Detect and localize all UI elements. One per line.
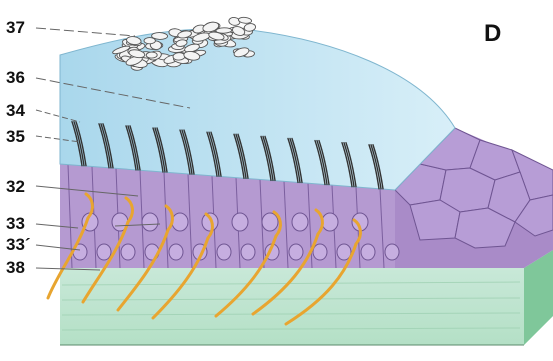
label-34: 34 (6, 102, 25, 119)
cell-nucleus (142, 213, 158, 231)
label-38: 38 (6, 259, 25, 276)
cell-nucleus (262, 213, 278, 231)
cell-nucleus (322, 213, 338, 231)
cell-nucleus (292, 213, 308, 231)
cell-nucleus (361, 244, 375, 260)
cell-nucleus (313, 244, 327, 260)
crystal (173, 52, 185, 60)
cell-nucleus (97, 244, 111, 260)
cell-nucleus (121, 244, 135, 260)
label-33-prime: 33´ (6, 236, 31, 253)
cell-nucleus (217, 244, 231, 260)
cell-nucleus (337, 244, 351, 260)
cell-nucleus (232, 213, 248, 231)
crystal (144, 38, 155, 44)
cell-nucleus (385, 244, 399, 260)
label-36: 36 (6, 69, 25, 86)
cell-nucleus (169, 244, 183, 260)
label-35: 35 (6, 128, 25, 145)
label-33: 33 (6, 215, 25, 232)
label-37: 37 (6, 19, 25, 36)
panel-letter: D (484, 22, 501, 46)
cell-nucleus (241, 244, 255, 260)
label-32: 32 (6, 178, 25, 195)
crystal (146, 52, 157, 58)
cell-nucleus (172, 213, 188, 231)
cell-nucleus (289, 244, 303, 260)
